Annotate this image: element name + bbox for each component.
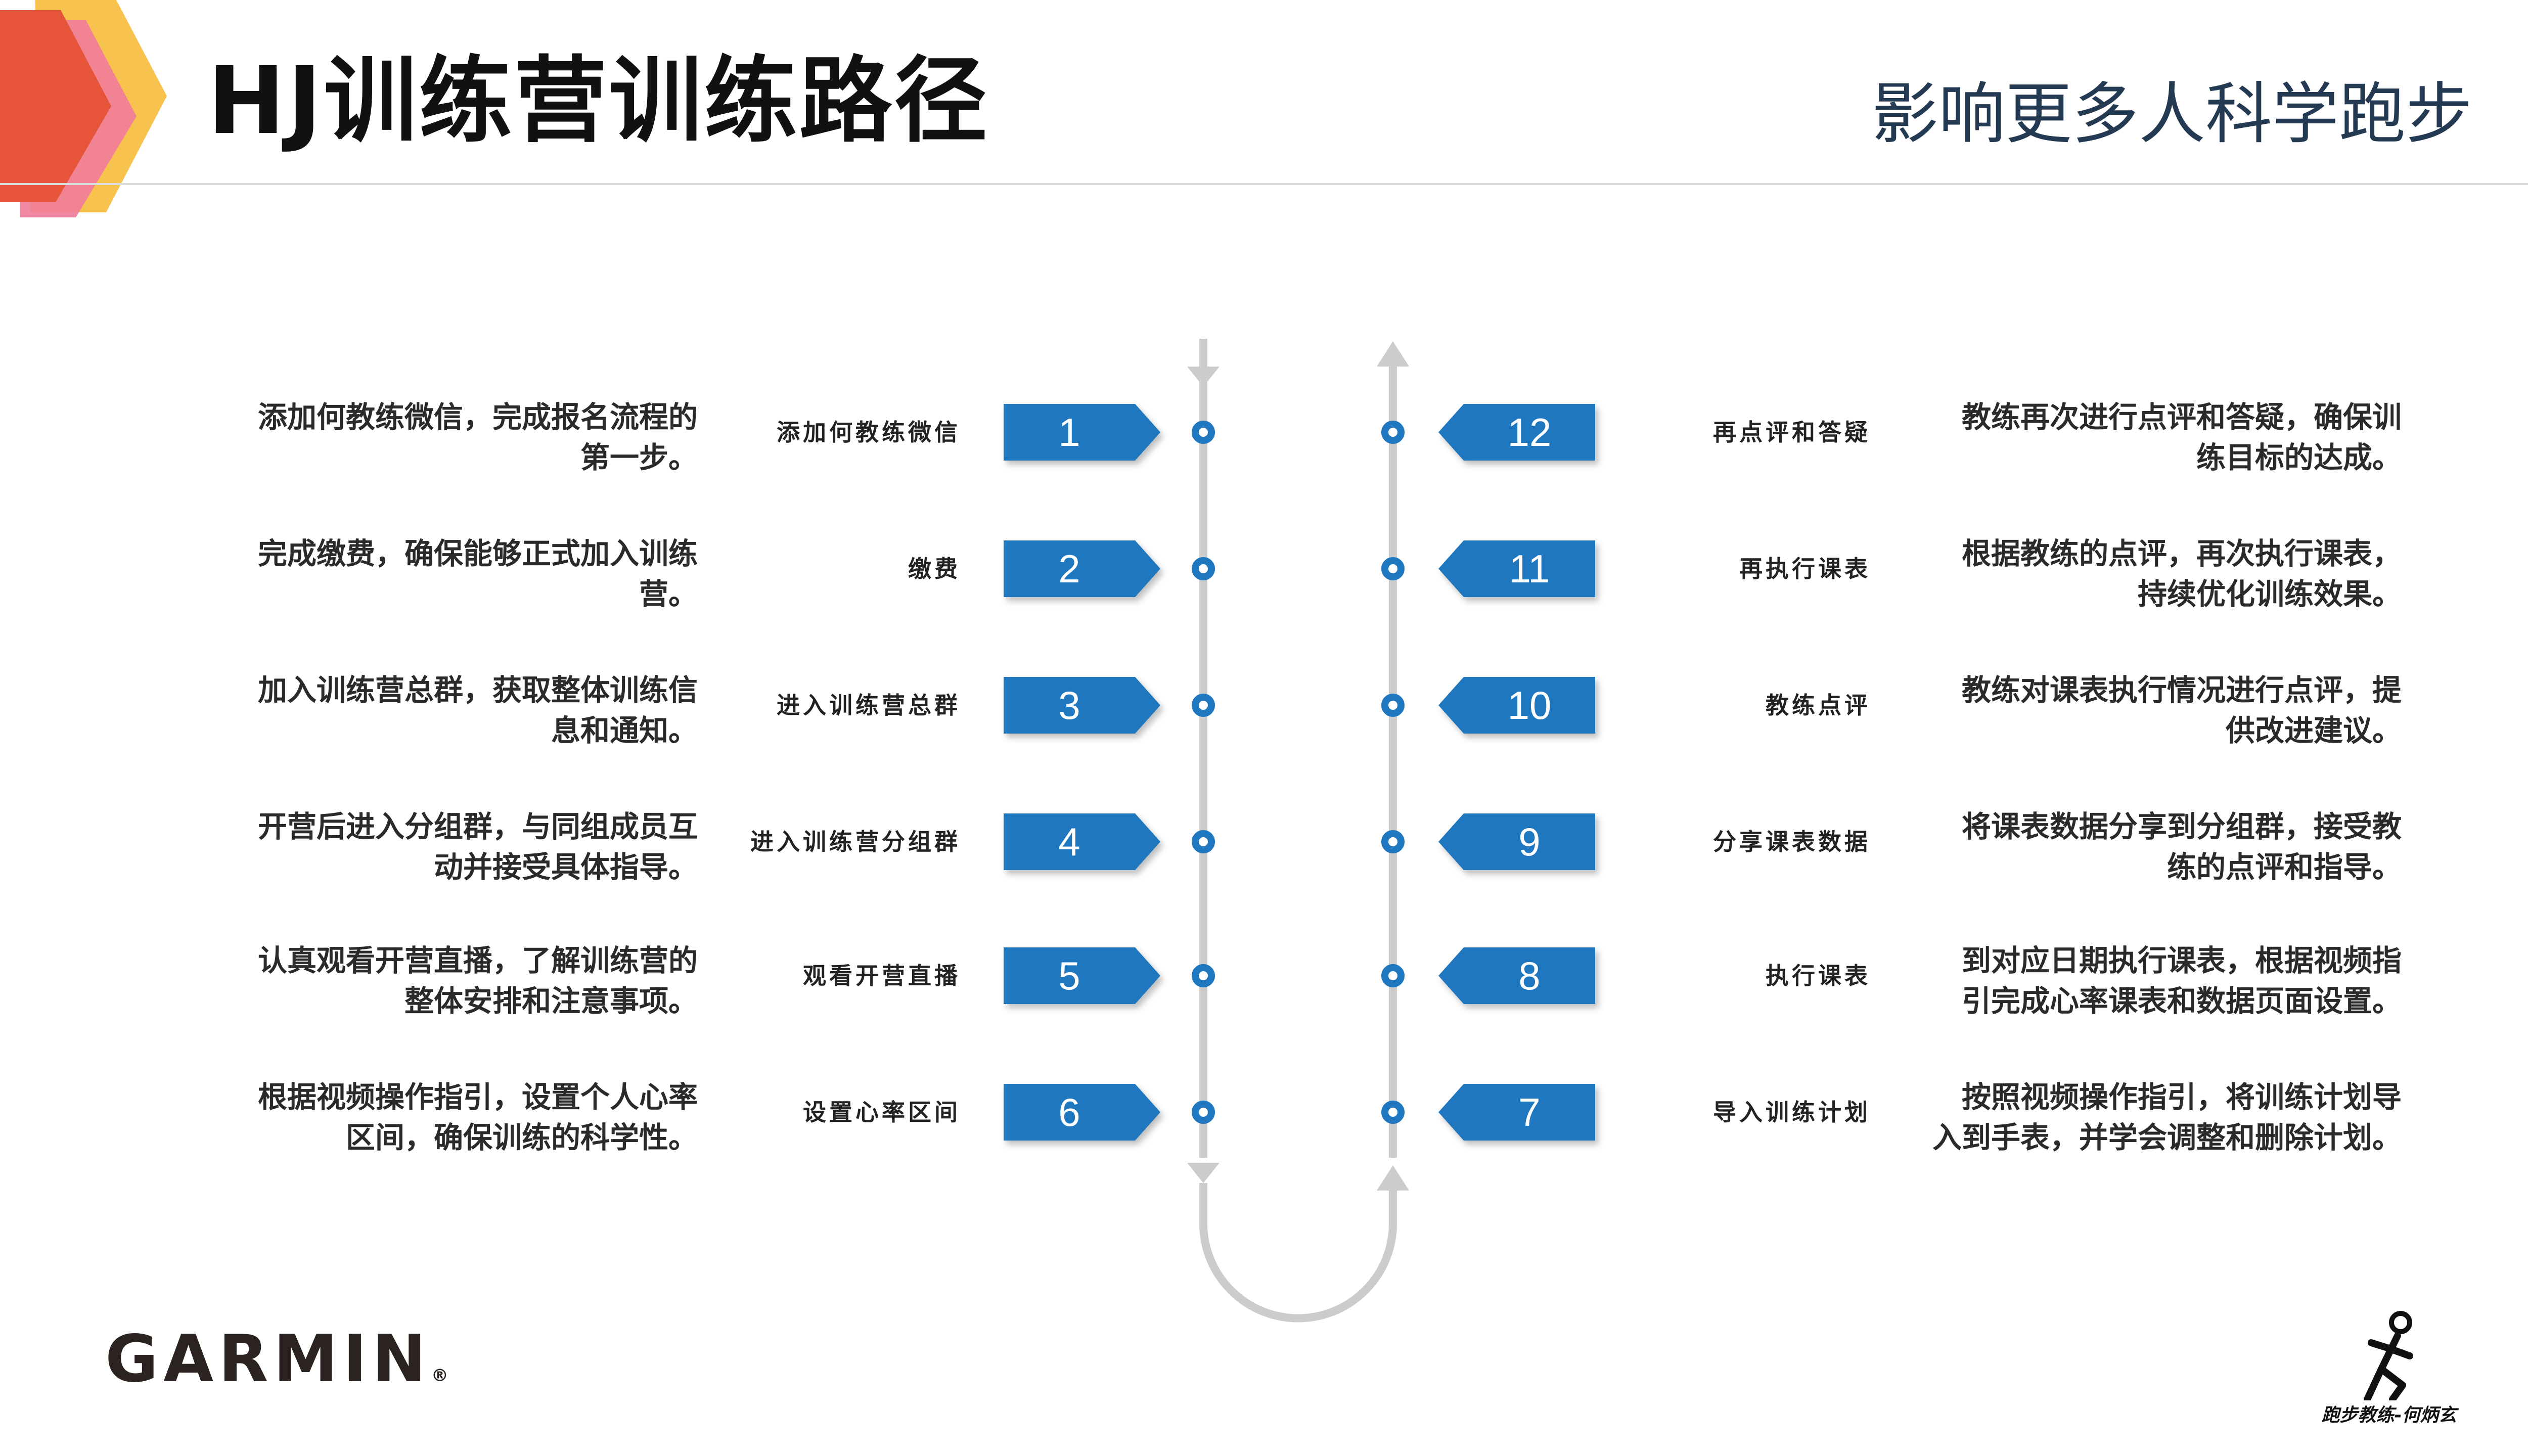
step-description: 完成缴费，确保能够正式加入训练营。 bbox=[167, 533, 698, 614]
step-number: 9 bbox=[1518, 820, 1541, 864]
step-label: 缴费 bbox=[908, 555, 961, 582]
timeline-node bbox=[1381, 1101, 1405, 1124]
timeline-node bbox=[1192, 421, 1215, 444]
step-description-line: 整体安排和注意事项。 bbox=[404, 984, 698, 1018]
slogan: 影响更多人科学跑步 bbox=[1872, 75, 2472, 153]
step-label: 分享课表数据 bbox=[1713, 828, 1871, 855]
step-description: 认真观看开营直播，了解训练营的整体安排和注意事项。 bbox=[167, 940, 698, 1021]
step-description-line: 练目标的达成。 bbox=[2196, 440, 2402, 475]
step-description-line: 到对应日期执行课表，根据视频指 bbox=[1961, 943, 2402, 978]
step-description-line: 区间，确保训练的科学性。 bbox=[345, 1120, 698, 1155]
timeline-node bbox=[1192, 830, 1215, 853]
step-description-line: 营。 bbox=[639, 577, 698, 611]
step-description-line: 练的点评和指导。 bbox=[2166, 850, 2402, 884]
step-label: 观看开营直播 bbox=[803, 962, 961, 989]
step-number: 1 bbox=[1058, 410, 1080, 454]
step-number-arrow-right: 4 bbox=[1004, 813, 1160, 870]
timeline-node bbox=[1381, 964, 1405, 987]
path-track bbox=[1187, 339, 1409, 1323]
step-description: 加入训练营总群，获取整体训练信息和通知。 bbox=[167, 670, 698, 751]
step-description: 按照视频操作指引，将训练计划导入到手表，并学会调整和删除计划。 bbox=[1820, 1077, 2402, 1158]
step-number-arrow-right: 5 bbox=[1004, 947, 1160, 1004]
step-label: 进入训练营总群 bbox=[777, 692, 961, 719]
step-number-arrow-left: 8 bbox=[1438, 947, 1595, 1004]
step-description-line: 动并接受具体指导。 bbox=[433, 850, 698, 884]
step-number-arrow-left: 9 bbox=[1438, 813, 1595, 870]
garmin-logo: GARMIN® bbox=[105, 1322, 448, 1397]
timeline-node bbox=[1381, 830, 1405, 853]
step-description-line: 完成缴费，确保能够正式加入训练 bbox=[257, 536, 698, 571]
step-description-line: 根据教练的点评，再次执行课表， bbox=[1961, 536, 2402, 571]
step-label: 进入训练营分组群 bbox=[750, 828, 961, 855]
step-number: 2 bbox=[1058, 547, 1080, 591]
runner-icon bbox=[2364, 1311, 2413, 1400]
step-description-line: 开营后进入分组群，与同组成员互 bbox=[257, 809, 698, 844]
step-description: 根据教练的点评，再次执行课表， 持续优化训练效果。 bbox=[1820, 533, 2402, 614]
timeline-node bbox=[1381, 694, 1405, 717]
step-label: 导入训练计划 bbox=[1713, 1099, 1871, 1126]
step-label: 添加何教练微信 bbox=[777, 419, 961, 446]
step-description-line: 第一步。 bbox=[580, 440, 698, 475]
step-number-arrow-right: 3 bbox=[1004, 677, 1160, 734]
step-description: 教练再次进行点评和答疑，确保训练目标的达成。 bbox=[1820, 397, 2402, 478]
step-number-arrow-right: 1 bbox=[1004, 404, 1160, 461]
timeline-node bbox=[1381, 557, 1405, 580]
step-description-line: 按照视频操作指引，将训练计划导 bbox=[1961, 1080, 2402, 1114]
timeline-node bbox=[1192, 694, 1215, 717]
step-description-line: 根据视频操作指引，设置个人心率 bbox=[257, 1080, 698, 1114]
step-description: 教练对课表执行情况进行点评，提供改进建议。 bbox=[1820, 670, 2402, 751]
step-number-arrow-right: 2 bbox=[1004, 540, 1160, 597]
brand-chevron-logo bbox=[0, 0, 167, 217]
step-description: 添加何教练微信，完成报名流程的第一步。 bbox=[167, 397, 698, 478]
step-description: 到对应日期执行课表，根据视频指引完成心率课表和数据页面设置。 bbox=[1820, 940, 2402, 1021]
timeline-node bbox=[1192, 964, 1215, 987]
timeline-node bbox=[1192, 1101, 1215, 1124]
step-description-line: 教练再次进行点评和答疑，确保训 bbox=[1961, 400, 2402, 434]
timeline-node bbox=[1192, 557, 1215, 580]
step-number: 10 bbox=[1507, 683, 1552, 727]
step-number: 6 bbox=[1058, 1090, 1080, 1134]
header-divider bbox=[0, 183, 2528, 185]
step-label: 设置心率区间 bbox=[803, 1099, 961, 1126]
step-description-line: 息和通知。 bbox=[551, 713, 698, 748]
arrow-down-icon bbox=[1187, 367, 1220, 387]
step-label: 再执行课表 bbox=[1739, 555, 1871, 582]
step-description-line: 教练对课表执行情况进行点评，提 bbox=[1961, 673, 2402, 707]
arrow-up-icon bbox=[1377, 1165, 1409, 1191]
step-number: 4 bbox=[1058, 820, 1080, 864]
step-label: 教练点评 bbox=[1766, 692, 1871, 719]
page-title: HJ训练营训练路径 bbox=[207, 47, 989, 155]
step-description: 根据视频操作指引，设置个人心率区间，确保训练的科学性。 bbox=[167, 1077, 698, 1158]
step-description-line: 认真观看开营直播，了解训练营的 bbox=[257, 943, 698, 978]
step-description-line: 供改进建议。 bbox=[2225, 713, 2402, 748]
step-description-line: 添加何教练微信，完成报名流程的 bbox=[257, 400, 698, 434]
arrow-down-icon bbox=[1187, 1163, 1220, 1183]
step-description-line: 入到手表，并学会调整和删除计划。 bbox=[1932, 1120, 2402, 1155]
step-number-arrow-left: 11 bbox=[1438, 540, 1595, 597]
coach-caption: 跑步教练-何炳玄 bbox=[2321, 1405, 2457, 1426]
step-number-arrow-right: 6 bbox=[1004, 1084, 1160, 1141]
step-number: 11 bbox=[1509, 547, 1550, 591]
step-description-line: 加入训练营总群，获取整体训练信 bbox=[257, 673, 698, 707]
step-description: 开营后进入分组群，与同组成员互动并接受具体指导。 bbox=[167, 806, 698, 887]
step-number: 5 bbox=[1058, 953, 1080, 998]
step-description-line: 持续优化训练效果。 bbox=[2137, 577, 2402, 611]
step-number-arrow-left: 10 bbox=[1438, 677, 1595, 734]
step-number: 7 bbox=[1518, 1090, 1541, 1134]
step-label: 执行课表 bbox=[1766, 962, 1871, 989]
step-description-line: 将课表数据分享到分组群，接受教 bbox=[1961, 809, 2402, 844]
step-number: 12 bbox=[1507, 410, 1552, 454]
step-number: 8 bbox=[1518, 953, 1541, 998]
arrow-up-icon bbox=[1377, 341, 1409, 367]
step-description-line: 引完成心率课表和数据页面设置。 bbox=[1961, 984, 2402, 1018]
step-number-arrow-left: 12 bbox=[1438, 404, 1595, 461]
timeline-node bbox=[1381, 421, 1405, 444]
step-number-arrow-left: 7 bbox=[1438, 1084, 1595, 1141]
step-number: 3 bbox=[1058, 683, 1080, 727]
step-label: 再点评和答疑 bbox=[1713, 419, 1871, 446]
step-description: 将课表数据分享到分组群，接受教练的点评和指导。 bbox=[1820, 806, 2402, 887]
